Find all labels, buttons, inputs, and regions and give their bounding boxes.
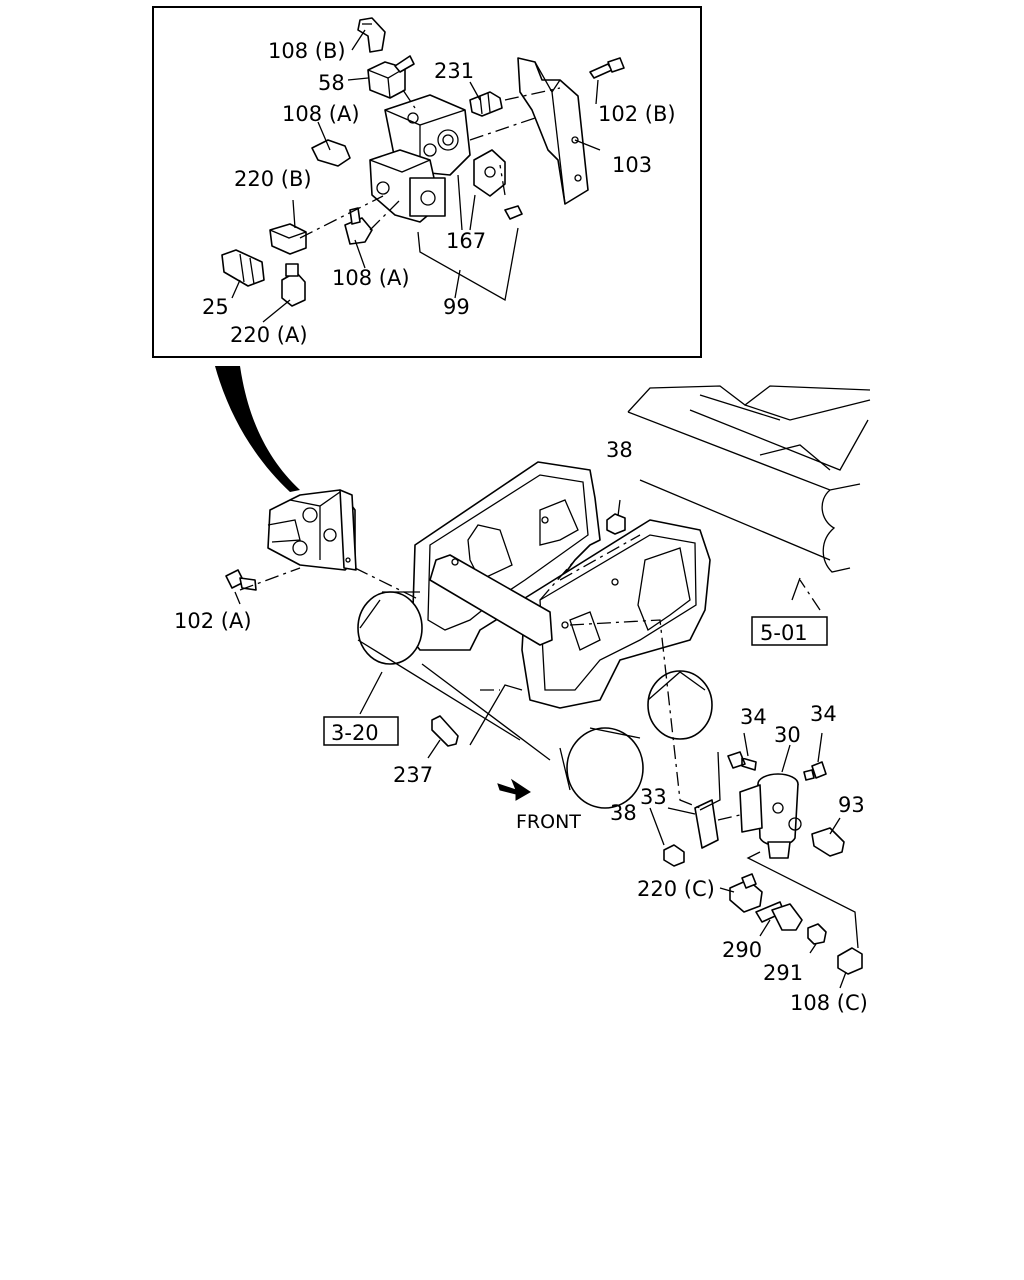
elbow-108c [837, 947, 863, 975]
valve-30 [739, 773, 802, 859]
label-34-left: 34 [740, 705, 767, 729]
label-291: 291 [763, 961, 803, 985]
label-58: 58 [318, 71, 345, 95]
bolt-34-left [727, 751, 757, 771]
switch-25 [221, 249, 265, 287]
elbow-108b [357, 17, 386, 53]
elbow-108a-low [344, 207, 373, 245]
label-220a: 220 (A) [230, 323, 308, 347]
ref-box-5-01 [751, 616, 828, 646]
label-237: 237 [393, 763, 433, 787]
fitting-220b [269, 223, 307, 255]
frame-rail [627, 385, 871, 573]
bolt-34-right [803, 761, 827, 781]
label-220c: 220 (C) [637, 877, 715, 901]
label-167: 167 [446, 229, 486, 253]
ref-box-3-20 [323, 716, 399, 746]
elbow-108a-top [311, 139, 351, 167]
label-103: 103 [612, 153, 652, 177]
label-102b: 102 (B) [598, 102, 676, 126]
label-99: 99 [443, 295, 470, 319]
trunnion-bracket [411, 461, 711, 709]
label-108a-low: 108 (A) [332, 266, 410, 290]
fitting-220a [281, 263, 306, 307]
fitting-237 [431, 715, 459, 747]
bracket-103 [517, 57, 589, 205]
fitting-220c [729, 873, 763, 913]
elbow-58 [367, 55, 415, 99]
label-220b: 220 (B) [234, 167, 312, 191]
nut-38-low [663, 844, 685, 867]
ref-5-01: 5-01 [760, 621, 808, 645]
bolt-102a [225, 569, 257, 591]
screw-small [504, 205, 523, 220]
label-38-top: 38 [606, 438, 633, 462]
label-38-low: 38 [610, 801, 637, 825]
label-290: 290 [722, 938, 762, 962]
front-label: FRONT [516, 811, 581, 833]
ref-3-20: 3-20 [331, 721, 379, 745]
callout-arrow [215, 366, 300, 492]
label-33: 33 [640, 785, 667, 809]
label-108c: 108 (C) [790, 991, 868, 1015]
nut-38-top [606, 513, 626, 535]
bolt-102b [589, 57, 625, 79]
bracket-33 [694, 799, 719, 849]
cock-290 [755, 901, 803, 931]
nut-291 [807, 923, 827, 945]
fitting-231 [469, 91, 503, 117]
valve-body [369, 94, 471, 223]
front-arrow [497, 778, 531, 801]
label-25: 25 [202, 295, 229, 319]
label-108b: 108 (B) [268, 39, 346, 63]
pad-167 [473, 149, 506, 197]
cross-tubes [357, 591, 713, 809]
label-93: 93 [838, 793, 865, 817]
valve-assembly [267, 489, 357, 571]
label-108a-top: 108 (A) [282, 102, 360, 126]
fitting-93 [811, 827, 845, 857]
label-102a: 102 (A) [174, 609, 252, 633]
label-30: 30 [774, 723, 801, 747]
label-34-right: 34 [810, 702, 837, 726]
label-231: 231 [434, 59, 474, 83]
